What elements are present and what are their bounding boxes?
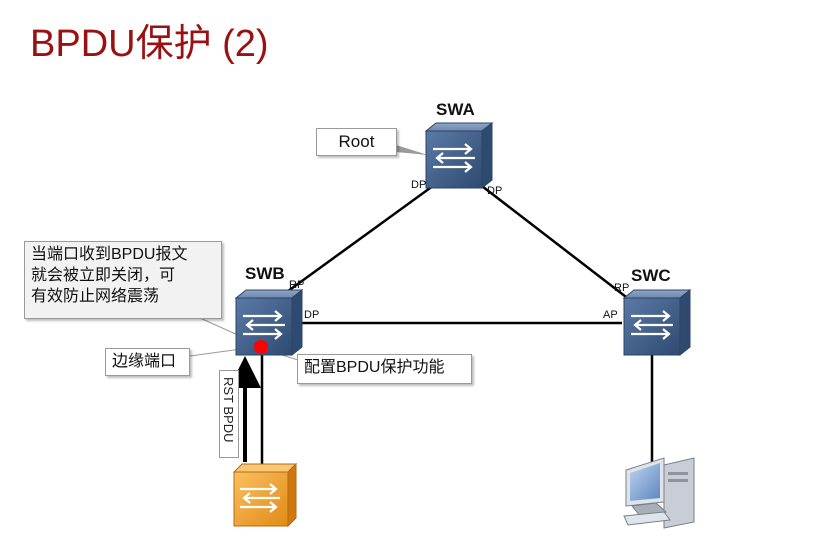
downstream-switch-icon[interactable] xyxy=(232,462,298,528)
swb-port-right-label: DP xyxy=(304,309,320,321)
swb-port-top-label: RP xyxy=(289,279,305,291)
shutdown-callout-line-3: 有效防止网络震荡 xyxy=(31,288,160,305)
pc-icon[interactable] xyxy=(623,457,695,529)
root-callout-pointer xyxy=(396,145,428,155)
edge-port-dot xyxy=(254,340,268,354)
swb-label: SWB xyxy=(245,264,285,283)
edge-port-callout: 边缘端口 xyxy=(105,348,190,376)
swc-label: SWC xyxy=(631,266,671,285)
shutdown-callout-line-1: 当端口收到BPDU报文 xyxy=(31,246,188,263)
root-callout: Root xyxy=(316,128,397,156)
swc-port-top-label: RP xyxy=(614,282,630,294)
link-swa-swb xyxy=(283,181,438,296)
rst-bpdu-label: RST BPDU xyxy=(219,370,239,458)
swa-port-right-label: DP xyxy=(487,185,503,197)
swc-port-left-label: AP xyxy=(603,309,618,321)
shutdown-callout-line-2: 就会被立即关闭，可 xyxy=(31,267,176,284)
swa-switch-icon[interactable] xyxy=(424,121,494,190)
config-callout: 配置BPDU保护功能 xyxy=(297,354,472,384)
swc-switch-icon[interactable] xyxy=(622,288,692,357)
link-swa-swc xyxy=(477,182,631,301)
swb-switch-icon[interactable] xyxy=(234,288,304,357)
swa-label: SWA xyxy=(436,100,475,119)
page-title: BPDU保护 (2) xyxy=(30,23,269,65)
shutdown-callout: 当端口收到BPDU报文 就会被立即关闭，可 有效防止网络震荡 xyxy=(24,241,222,319)
swa-port-left-label: DP xyxy=(411,179,427,191)
